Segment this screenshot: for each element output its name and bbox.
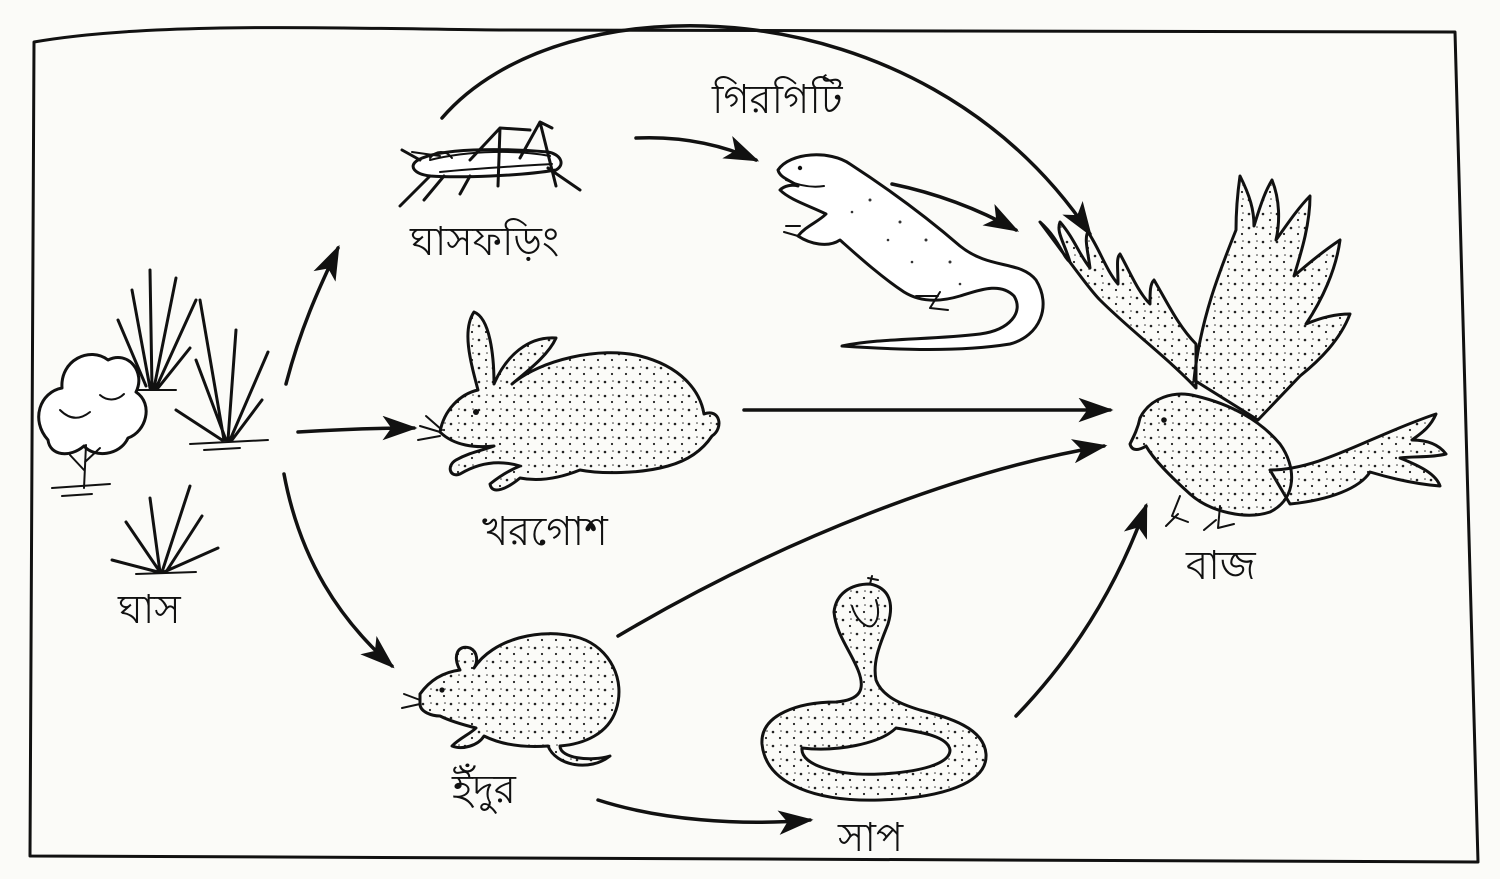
label-rabbit: খরগোশ — [482, 512, 608, 552]
arrow-rat-to-snake — [598, 800, 810, 822]
grasshopper-icon — [400, 122, 580, 206]
grass-icon — [39, 270, 268, 574]
rabbit-icon — [418, 312, 719, 490]
label-rat: ইঁদুর — [452, 770, 516, 810]
arrow-snake-to-hawk — [1016, 506, 1146, 716]
lizard-icon — [778, 155, 1043, 350]
arrow-grasshopper-to-hawk — [442, 26, 1090, 234]
label-lizard: গিরগিটি — [712, 80, 843, 120]
arrow-grass-to-grasshopper — [286, 248, 338, 384]
arrow-grass-to-rabbit — [298, 428, 414, 432]
label-grass: ঘাস — [118, 590, 181, 630]
label-hawk: বাজ — [1186, 546, 1256, 586]
hawk-icon — [1040, 176, 1446, 530]
label-grasshopper: ঘাসফড়িং — [410, 222, 559, 262]
arrow-grass-to-rat — [284, 474, 392, 666]
label-snake: সাপ — [838, 818, 903, 858]
arrow-grasshopper-to-lizard — [636, 138, 756, 160]
snake-icon — [762, 576, 986, 800]
rat-icon — [402, 634, 619, 765]
